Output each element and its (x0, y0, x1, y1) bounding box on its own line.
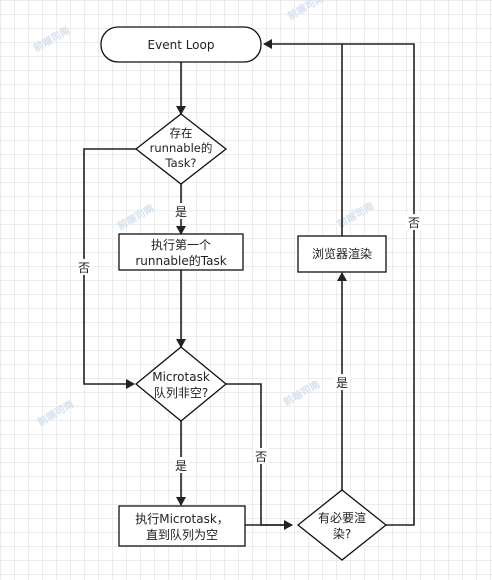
microtask-check-label: 队列非空? (154, 385, 208, 400)
task-check-label: Task? (165, 156, 197, 170)
edge-label-no: 否 (408, 216, 420, 230)
run-task-node: 执行第一个 runnable的Task (118, 233, 244, 271)
edges (83, 39, 415, 530)
edge-label-yes: 是 (175, 205, 187, 219)
browser-render-node: 浏览器渲染 (297, 235, 387, 273)
task-check-label: 存在 (170, 126, 193, 140)
edge-label-yes: 是 (336, 376, 348, 390)
watermark: 前端司南 (115, 201, 156, 232)
run-microtask-label: 直到队列为空 (146, 527, 218, 542)
edge-label-yes: 是 (175, 459, 187, 473)
watermark: 前端司南 (31, 23, 72, 54)
edge-render-no (342, 43, 415, 526)
task-check-label: runnable的 (150, 141, 213, 155)
microtask-check-label: Microtask (152, 370, 210, 384)
render-check-label: 有必要渲 (318, 510, 366, 525)
edge-label-no: 否 (255, 450, 267, 464)
watermark: 前端司南 (35, 397, 76, 428)
event-loop-node: Event Loop (100, 26, 262, 63)
render-check-label: 染? (333, 526, 351, 541)
watermarks: 前端司南 前端司南 前端司南 前端司南 前端司南 前端司南 (31, 0, 376, 429)
run-task-label: runnable的Task (135, 253, 226, 268)
edge-render-to-loop (263, 39, 343, 236)
run-microtask-label: 执行Microtask， (135, 512, 229, 526)
watermark: 前端司南 (285, 0, 326, 23)
edge-labels: 是 否 是 否 是 否 (76, 203, 422, 473)
run-task-label: 执行第一个 (151, 238, 211, 252)
event-loop-label: Event Loop (148, 38, 215, 52)
browser-render-label: 浏览器渲染 (312, 246, 372, 261)
microtask-check-decision: Microtask 队列非空? (134, 346, 228, 422)
run-microtask-node: 执行Microtask， 直到队列为空 (118, 505, 246, 547)
watermark: 前端司南 (281, 377, 322, 408)
render-check-decision: 有必要渲 染? (296, 489, 388, 561)
task-check-decision: 存在 runnable的 Task? (134, 113, 228, 185)
watermark: 前端司南 (335, 199, 376, 230)
edge-label-no: 否 (78, 261, 90, 275)
